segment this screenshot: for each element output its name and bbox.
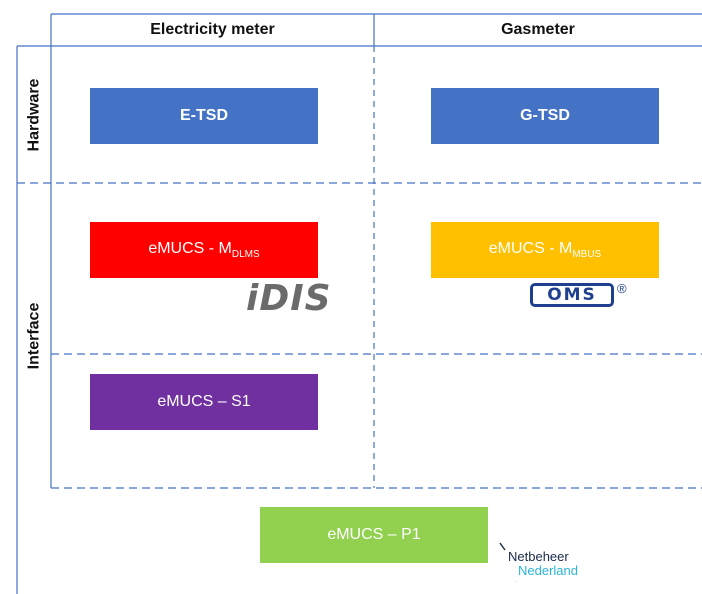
row-header-interface: Interface [17, 183, 51, 488]
g-tsd-box: G-TSD [431, 88, 659, 144]
netbeheer-slash-icon [499, 542, 517, 583]
dlms-subscript: DLMS [231, 249, 260, 260]
column-header-gas: Gasmeter [501, 21, 575, 38]
oms-registered-mark: ® [617, 281, 627, 296]
netbeheer-line1: Netbeheer [508, 549, 569, 564]
emucs-p1-label: eMUCS – P1 [327, 526, 421, 543]
idis-logo: iDIS [246, 279, 331, 323]
idis-logo-text: iDIS [246, 278, 332, 319]
oms-logo: OMS ® [530, 281, 660, 311]
mbus-subscript: MBUS [572, 249, 602, 260]
emucs-p1-box: eMUCS – P1 [260, 507, 488, 563]
oms-logo-text: OMS [547, 285, 597, 305]
oms-logo-frame: OMS [530, 283, 614, 307]
row-header-hardware: Hardware [17, 46, 51, 183]
emucs-s1-label: eMUCS – S1 [157, 393, 251, 410]
emucs-m-dlms-box: eMUCS - MDLMS [90, 222, 318, 278]
row-header-interface-label: Interface [25, 302, 43, 369]
emucs-m-mbus-label: eMUCS - MMBUS [488, 240, 602, 260]
row-header-hardware-label: Hardware [25, 78, 43, 151]
netbeheer-nederland-logo: Netbeheer Nederland [497, 540, 617, 594]
column-header-electricity: Electricity meter [150, 21, 275, 38]
e-tsd-box: E-TSD [90, 88, 318, 144]
e-tsd-label: E-TSD [180, 107, 228, 124]
emucs-m-mbus-box: eMUCS - MMBUS [431, 222, 659, 278]
emucs-s1-box: eMUCS – S1 [90, 374, 318, 430]
g-tsd-label: G-TSD [520, 107, 570, 124]
netbeheer-line2: Nederland [518, 563, 578, 578]
emucs-m-dlms-label: eMUCS - MDLMS [148, 240, 260, 260]
